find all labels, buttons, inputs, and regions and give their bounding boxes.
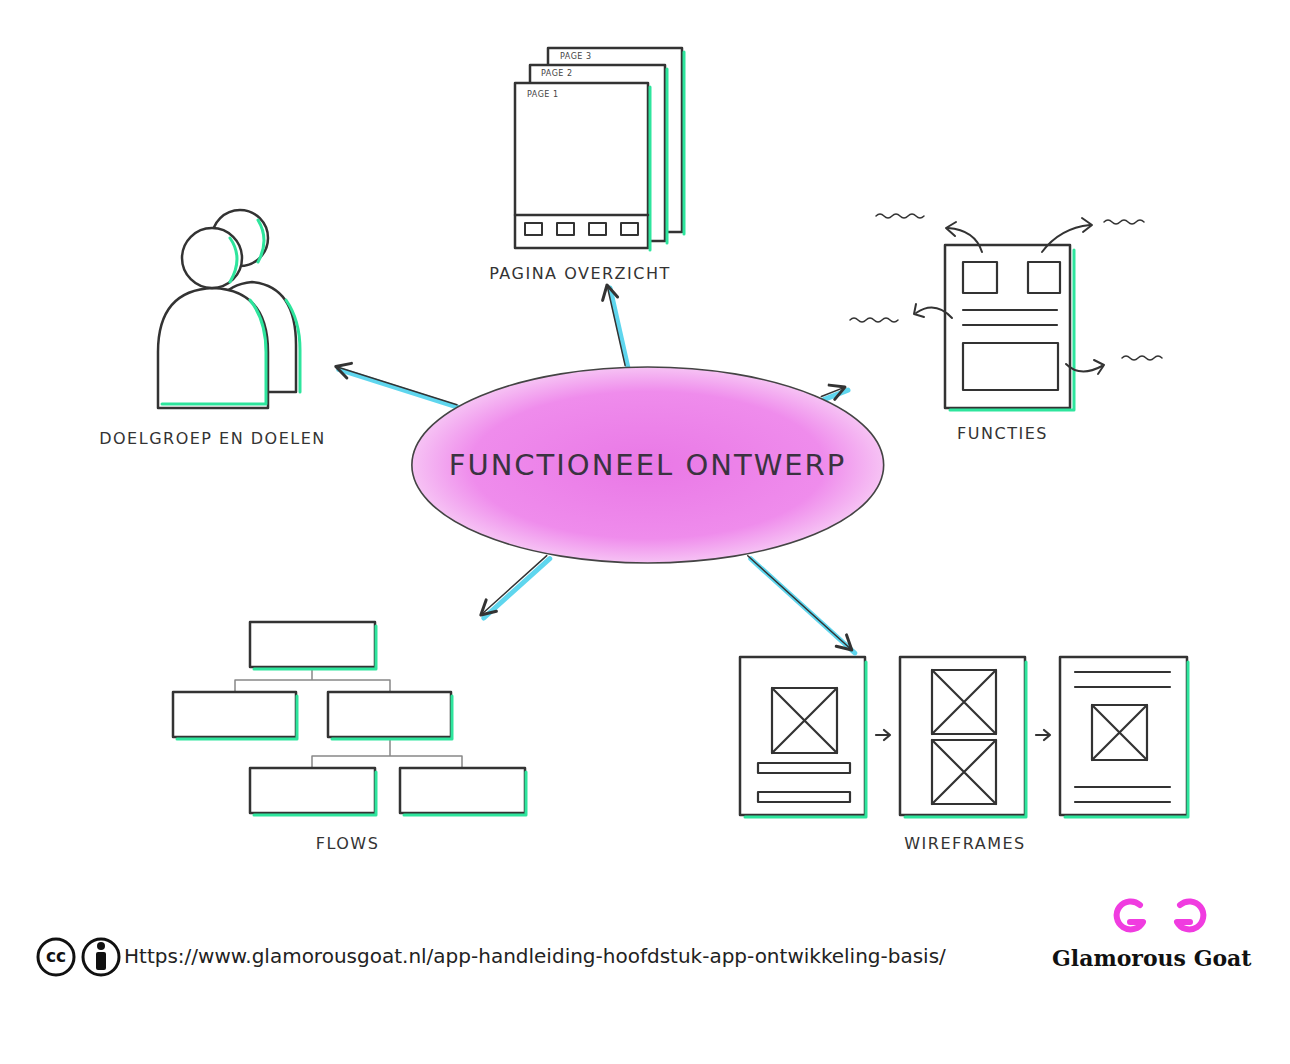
- functions-node: FUNCTIES: [845, 205, 1160, 445]
- page-overview-node: PAGINA OVERZICHT: [470, 45, 690, 285]
- wireframes-node: WIREFRAMES: [735, 650, 1195, 855]
- arrowhead: [603, 285, 618, 300]
- arrowhead: [336, 363, 352, 378]
- license-icons: [38, 939, 119, 975]
- page-label: PAGE 1: [527, 90, 559, 99]
- node-label: PAGINA OVERZICHT: [485, 262, 675, 285]
- page-stack: [515, 48, 684, 250]
- audience-node: DOELGROEP EN DOELEN: [89, 205, 336, 450]
- node-label: FUNCTIES: [953, 422, 1052, 445]
- connector-arrow: [603, 285, 629, 368]
- source-url: Https://www.glamorousgoat.nl/app-handlei…: [124, 944, 946, 968]
- page-label: PAGE 2: [541, 69, 573, 78]
- connector-arrow: [821, 385, 848, 399]
- central-topic-ellipse: FUNCTIONEEL ONTWERP: [409, 365, 887, 565]
- functions-sheet: [850, 214, 1162, 410]
- arrowhead: [481, 600, 497, 615]
- page-label: PAGE 3: [560, 52, 592, 61]
- wireframe-sketches: [740, 657, 1188, 817]
- flow-chart: [173, 622, 526, 815]
- connector-arrow: [481, 556, 550, 618]
- brand-logo: [1117, 901, 1204, 929]
- connector-arrow: [336, 363, 460, 407]
- central-title: FUNCTIONEEL ONTWERP: [449, 448, 847, 482]
- arrowhead: [829, 385, 845, 399]
- node-label: WIREFRAMES: [900, 832, 1029, 855]
- license-cc-mark: cc: [46, 946, 66, 966]
- people-icon: [158, 210, 300, 408]
- connector-arrow: [748, 556, 855, 653]
- arrowhead: [836, 635, 852, 650]
- flows-node: FLOWS: [165, 615, 530, 855]
- brand-name: Glamorous Goat: [1052, 945, 1252, 971]
- node-label: DOELGROEP EN DOELEN: [95, 427, 330, 450]
- node-label: FLOWS: [312, 832, 384, 855]
